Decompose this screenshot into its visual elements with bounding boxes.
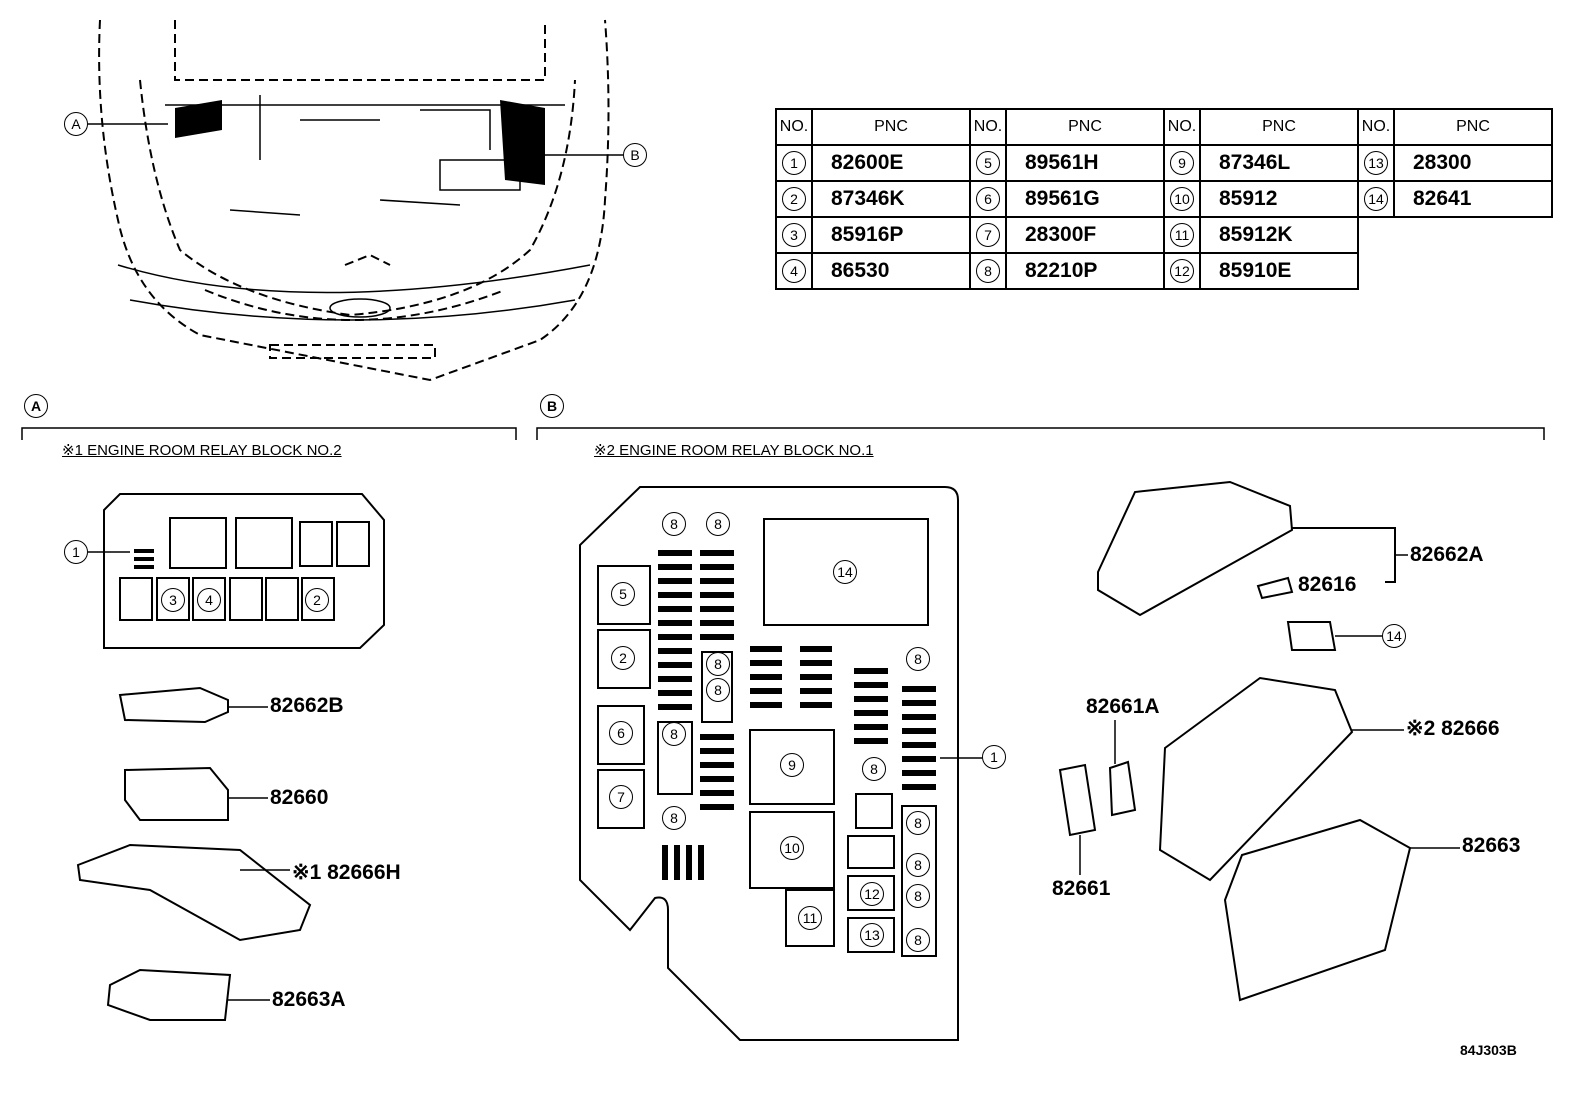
- callout-number: 4: [782, 259, 806, 283]
- pnc-value: 82600E: [811, 144, 971, 182]
- header-no: NO.: [1357, 108, 1395, 146]
- callout-8: 8: [662, 512, 686, 536]
- callout-8: 8: [906, 647, 930, 671]
- overview-marker-b: B: [623, 143, 647, 167]
- callout-14: 14: [833, 560, 857, 584]
- table-header-row: NO. PNC NO. PNC NO. PNC NO. PNC: [775, 108, 1553, 146]
- pnc-value: 85912K: [1199, 216, 1359, 254]
- callout-number: 6: [976, 187, 1000, 211]
- callout-8: 8: [662, 806, 686, 830]
- part-82663a: 82663A: [272, 988, 346, 1011]
- callout-8: 8: [906, 853, 930, 877]
- header-pnc: PNC: [1393, 108, 1553, 146]
- part-82666: ※2 82666: [1406, 717, 1500, 740]
- callout-8: 8: [662, 722, 686, 746]
- callout-6: 6: [609, 721, 633, 745]
- callout-8: 8: [706, 652, 730, 676]
- callout-10: 10: [780, 836, 804, 860]
- pnc-value: 85916P: [811, 216, 971, 254]
- callout-8: 8: [906, 884, 930, 908]
- header-no: NO.: [1163, 108, 1201, 146]
- callout-14: 14: [1382, 624, 1406, 648]
- callout-3: 3: [161, 588, 185, 612]
- section-b-marker: B: [540, 394, 564, 418]
- part-82662a: 82662A: [1410, 543, 1484, 566]
- callout-number: 13: [1364, 151, 1388, 175]
- callout-number: 14: [1364, 187, 1388, 211]
- callout-8: 8: [906, 811, 930, 835]
- callout-2: 2: [305, 588, 329, 612]
- pnc-table: NO. PNC NO. PNC NO. PNC NO. PNC 1 82600E…: [775, 108, 1553, 290]
- callout-number: 1: [782, 151, 806, 175]
- section-a-title: ※1 ENGINE ROOM RELAY BLOCK NO.2: [62, 442, 342, 459]
- callout-13: 13: [860, 923, 884, 947]
- table-row: 3 85916P 7 28300F 11 85912K: [775, 216, 1552, 254]
- callout-number: 9: [1170, 151, 1194, 175]
- section-b-title: ※2 ENGINE ROOM RELAY BLOCK NO.1: [594, 442, 874, 459]
- relay-block-1-outline: [579, 486, 959, 1041]
- callout-5: 5: [611, 582, 635, 606]
- part-82660: 82660: [270, 786, 329, 809]
- pnc-value: 82210P: [1005, 252, 1165, 290]
- pnc-value: 28300F: [1005, 216, 1165, 254]
- callout-4: 4: [197, 588, 221, 612]
- callout-7: 7: [609, 785, 633, 809]
- callout-9: 9: [780, 753, 804, 777]
- part-82666h: ※1 82666H: [292, 861, 401, 884]
- callout-2: 2: [611, 646, 635, 670]
- callout-number: 5: [976, 151, 1000, 175]
- part-82661: 82661: [1052, 877, 1111, 900]
- header-pnc: PNC: [1199, 108, 1359, 146]
- part-82662b: 82662B: [270, 694, 344, 717]
- callout-number: 12: [1170, 259, 1194, 283]
- table-row: 1 82600E 5 89561H 9 87346L 13 28300: [775, 144, 1553, 182]
- figure-code: 84J303B: [1460, 1042, 1517, 1058]
- pnc-value: 86530: [811, 252, 971, 290]
- header-no: NO.: [969, 108, 1007, 146]
- callout-12: 12: [860, 882, 884, 906]
- pnc-value: 82641: [1393, 180, 1553, 218]
- callout-1: 1: [982, 745, 1006, 769]
- callout-8: 8: [906, 928, 930, 952]
- pnc-value: 89561H: [1005, 144, 1165, 182]
- callout-number: 7: [976, 223, 1000, 247]
- callout-8: 8: [706, 678, 730, 702]
- callout-number: 10: [1170, 187, 1194, 211]
- pnc-value: 87346L: [1199, 144, 1359, 182]
- part-82616: 82616: [1298, 573, 1357, 596]
- pnc-value: 87346K: [811, 180, 971, 218]
- callout-11: 11: [798, 906, 822, 930]
- table-row: 4 86530 8 82210P 12 85910E: [775, 252, 1552, 290]
- callout-number: 2: [782, 187, 806, 211]
- header-pnc: PNC: [811, 108, 971, 146]
- header-no: NO.: [775, 108, 813, 146]
- table-row: 2 87346K 6 89561G 10 85912 14 82641: [775, 180, 1553, 218]
- relay-block-2-outline: [103, 493, 385, 649]
- callout-number: 3: [782, 223, 806, 247]
- callout-8: 8: [706, 512, 730, 536]
- callout-number: 11: [1170, 223, 1194, 247]
- part-82661a: 82661A: [1086, 695, 1160, 718]
- pnc-value: 89561G: [1005, 180, 1165, 218]
- pnc-value: 85910E: [1199, 252, 1359, 290]
- part-82663: 82663: [1462, 834, 1521, 857]
- pnc-value: 85912: [1199, 180, 1359, 218]
- callout-8: 8: [862, 757, 886, 781]
- fuse-stacks: [658, 550, 936, 880]
- section-a-marker: A: [24, 394, 48, 418]
- pnc-value: 28300: [1393, 144, 1553, 182]
- header-pnc: PNC: [1005, 108, 1165, 146]
- callout-1: 1: [64, 540, 88, 564]
- callout-number: 8: [976, 259, 1000, 283]
- overview-marker-a: A: [64, 112, 88, 136]
- car-overview-outline: [98, 19, 610, 382]
